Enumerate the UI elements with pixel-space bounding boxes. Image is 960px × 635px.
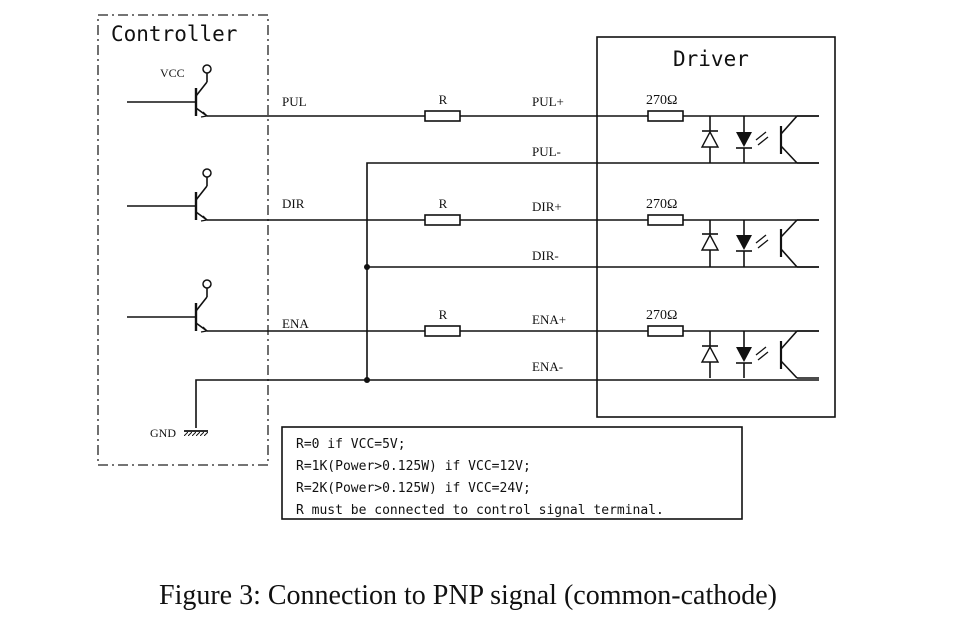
internal-resistor <box>647 110 684 122</box>
channel-row: PUL R PUL+ PUL- 270Ω <box>127 64 819 164</box>
note-line: R=0 if VCC=5V; <box>296 437 406 452</box>
optocoupler-symbol <box>700 219 819 268</box>
controller-boundary <box>97 14 269 466</box>
controller-signal-label: PUL <box>282 94 307 109</box>
gnd-label: GND <box>150 426 176 440</box>
notes-box <box>281 426 743 520</box>
controller-title: Controller <box>111 22 237 46</box>
internal-resistor <box>647 214 684 226</box>
controller-signal-label: ENA <box>282 316 309 331</box>
pnp-transistor-symbol <box>127 279 212 333</box>
ground-symbol <box>184 430 208 436</box>
internal-resistor <box>647 325 684 337</box>
plus-terminal-label: PUL+ <box>532 94 564 109</box>
minus-terminal-label: ENA- <box>532 359 563 374</box>
minus-terminal-label: PUL- <box>532 144 561 159</box>
plus-terminal-label: DIR+ <box>532 199 562 214</box>
plus-terminal-label: ENA+ <box>532 312 566 327</box>
optocoupler-symbol <box>700 115 819 164</box>
driver-title: Driver <box>673 47 749 71</box>
series-resistor <box>424 214 461 226</box>
note-line: R must be connected to control signal te… <box>296 503 664 518</box>
figure-caption: Figure 3: Connection to PNP signal (comm… <box>159 580 777 611</box>
channel-row: DIR R DIR+ DIR- 270Ω <box>127 168 819 268</box>
resistor-label: R <box>439 92 448 107</box>
driver-box <box>596 36 836 418</box>
vcc-label: VCC <box>160 66 185 80</box>
channel-row: ENA R ENA+ ENA- 270Ω <box>127 279 819 379</box>
internal-resistor-label: 270Ω <box>646 93 677 108</box>
junction-dot <box>364 377 370 383</box>
note-line: R=1K(Power>0.125W) if VCC=12V; <box>296 459 531 474</box>
internal-resistor-label: 270Ω <box>646 308 677 323</box>
controller-signal-label: DIR <box>282 196 305 211</box>
internal-resistor-label: 270Ω <box>646 197 677 212</box>
note-line: R=2K(Power>0.125W) if VCC=24V; <box>296 481 531 496</box>
series-resistor <box>424 110 461 122</box>
ena-minus-line <box>195 379 819 428</box>
series-resistor <box>424 325 461 337</box>
pul-minus-line <box>366 162 819 380</box>
junction-dot <box>364 264 370 270</box>
minus-terminal-label: DIR- <box>532 248 559 263</box>
optocoupler-symbol <box>700 330 819 379</box>
signal-channels: PUL R PUL+ PUL- 270Ω DIR R DIR+ DIR- 270Ω ENA R ENA+… <box>127 64 819 379</box>
resistor-label: R <box>439 196 448 211</box>
resistor-label: R <box>439 307 448 322</box>
pnp-transistor-symbol <box>127 168 212 222</box>
